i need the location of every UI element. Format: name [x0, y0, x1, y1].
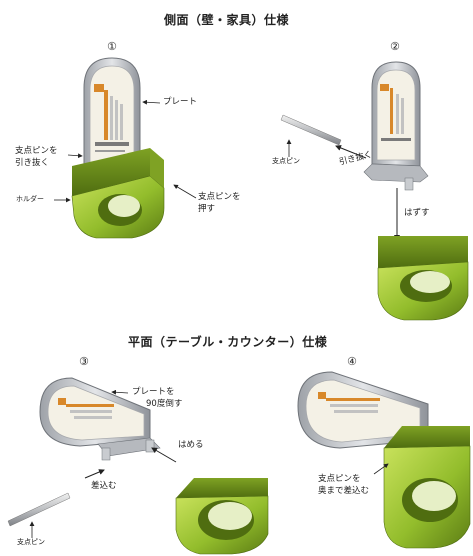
step3-illustration [7, 377, 269, 555]
step-number-1: ① [107, 40, 117, 53]
step2-illustration [280, 61, 469, 321]
step-number-2: ② [390, 40, 400, 53]
pin-push-label-line1: 支点ピンを [198, 192, 241, 202]
holder-icon [377, 236, 469, 321]
plate-icon [39, 377, 161, 461]
holder-label: ホルダー [16, 195, 44, 203]
insert-label: 差込む [91, 481, 117, 491]
plate-icon [83, 57, 141, 173]
pin-pull-label-line1: 支点ピンを [15, 146, 58, 156]
pin-deep-label-line1: 支点ピンを [318, 474, 361, 484]
holder-icon [383, 426, 471, 549]
plate-icon [363, 61, 429, 191]
support-pin-label-2: 支点ピン [272, 157, 300, 165]
step4-illustration [297, 371, 471, 549]
flat-mount-title: 平面（テーブル・カウンター）仕様 [128, 335, 328, 349]
plate-tilt-label-line2: 90度倒す [146, 399, 183, 409]
remove-label: はずす [404, 208, 430, 218]
pin-pull-label-line2: 引き抜く [15, 158, 50, 168]
pin-deep-label-line2: 奥まで差込む [318, 486, 370, 496]
support-pin-icon [7, 492, 71, 527]
holder-icon [71, 148, 165, 239]
support-pin-icon [280, 114, 342, 146]
step-number-4: ④ [347, 355, 357, 368]
support-pin-label-3: 支点ピン [17, 538, 45, 546]
step-number-3: ③ [79, 355, 89, 368]
plate-icon [297, 371, 429, 449]
plate-tilt-label-line1: プレートを [132, 387, 175, 397]
side-mount-title: 側面（壁・家具）仕様 [164, 13, 290, 27]
fit-label: はめる [178, 440, 204, 450]
plate-label: プレート [163, 97, 198, 107]
holder-icon [175, 478, 269, 555]
pin-push-label-line2: 押す [198, 204, 216, 214]
step1-illustration [54, 57, 197, 239]
